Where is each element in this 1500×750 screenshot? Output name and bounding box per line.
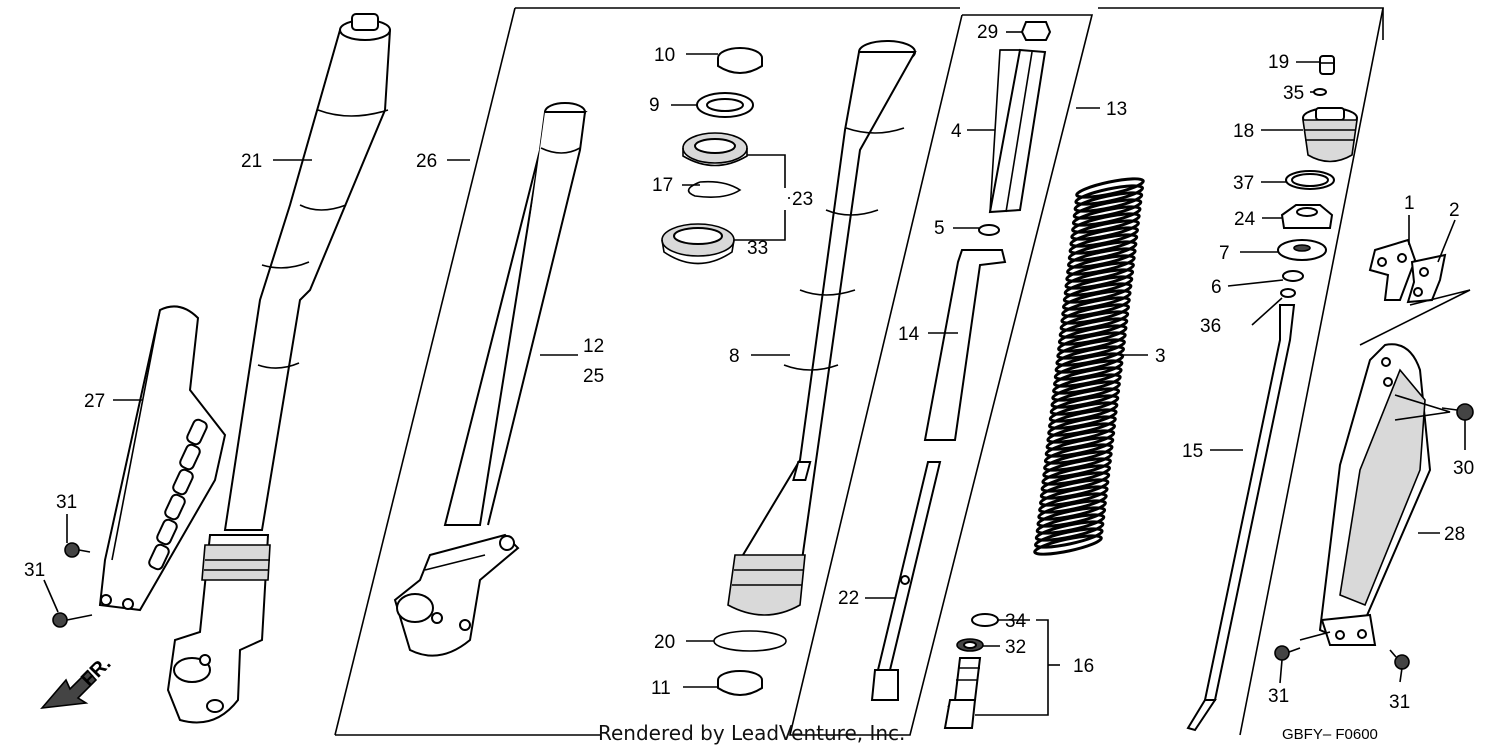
part-20-stopper-ring [713,630,787,652]
callout-30: 30 [1453,458,1474,479]
callout-11: 11 [651,678,671,699]
part-7-spring-collar [1277,239,1327,261]
part-19-screw [1319,55,1335,75]
callout-7: 7 [1219,243,1230,264]
callout-15: 15 [1182,441,1203,462]
callout-31-lower-left: 31 [24,560,45,581]
part-31-bolt-upper [64,542,91,558]
callout-21: 21 [241,151,262,172]
callout-14: 14 [898,324,920,345]
part-32-washer [956,638,984,652]
part-4-spring-seat [988,48,1047,214]
callout-4: 4 [951,121,962,142]
callout-29: 29 [977,22,998,43]
callout-23: 23 [792,189,813,210]
part-23-oil-seal [682,132,748,167]
footer-credit: Rendered by LeadVenture, Inc. [598,721,905,745]
callout-27: 27 [84,391,105,412]
callout-16: 16 [1073,656,1094,677]
callout-3: 3 [1155,346,1166,367]
callout-5: 5 [934,218,945,239]
callout-1: 1 [1404,193,1415,214]
group-outline-13 [788,14,1094,736]
part-17-stopper-ring [687,180,742,198]
callout-17: 17 [652,175,673,196]
part-27-fork-guard [98,305,227,612]
callout-35: 35 [1283,83,1304,104]
callout-labels: 21 26 10 9 17 23 33 12 25 8 20 11 29 13 … [24,22,1474,713]
group-outline-26 [334,7,960,736]
part-9-back-up-ring [696,92,754,118]
callout-37: 37 [1233,173,1254,194]
part-11-slider-bushing [717,670,763,696]
callout-19: 19 [1268,52,1289,73]
callout-2: 2 [1449,200,1460,221]
callout-31-bottom-center: 31 [1268,686,1289,707]
part-14-piston-rod-pipe [923,249,1007,441]
part-18-fork-bolt [1302,107,1358,163]
part-29-nut [1020,21,1052,41]
callout-36: 36 [1200,316,1221,337]
part-28-fork-guard [1318,343,1432,646]
part-34-o-ring [971,613,999,627]
part-15-adjuster-rod [1186,304,1296,732]
diagram-code: GBFY– F0600 [1282,726,1378,743]
callout-31-upper-left: 31 [56,492,77,513]
callout-10: 10 [654,45,675,66]
part-22-damper-rod [792,461,942,701]
callout-22: 22 [838,588,859,609]
callout-18: 18 [1233,121,1254,142]
part-16-rebound-adjuster [943,657,982,729]
part-31-bolt-right-a [1274,631,1331,661]
front-direction-arrow: FR. [40,653,115,710]
part-37-o-ring [1285,170,1335,190]
part-8-inner-pipe [727,40,917,616]
callout-13: 13 [1106,99,1127,120]
part-30-bolt [1394,394,1474,421]
leader-lines [43,31,1466,716]
part-24-lock-nut [1280,204,1334,229]
spring-coil [1034,527,1104,549]
callout-9: 9 [649,95,660,116]
callout-31-bottom-right: 31 [1389,692,1410,713]
callout-25: 25 [583,366,604,387]
callout-20: 20 [654,632,675,653]
part-31-bolt-right-b [1389,649,1410,670]
guard-vent-slots [148,418,208,571]
part-12-25-fork-pipe [393,102,588,657]
part-36-o-ring [1280,288,1296,298]
callout-8: 8 [729,346,740,367]
part-2-guard-clamp [1406,253,1447,304]
part-35-o-ring [1313,88,1327,96]
part-21-fork-assembly [166,13,392,724]
group-outline-right [1098,7,1384,736]
callout-34: 34 [1005,611,1027,632]
part-3-fork-spring [1033,177,1145,556]
callout-6: 6 [1211,277,1222,298]
part-5-o-ring [978,224,1000,236]
callout-33: 33 [747,238,768,259]
spring-coil [1033,534,1103,556]
part-31-bolt-lower [52,612,93,628]
clamp-link-lines [1359,289,1471,346]
part-33-dust-seal [661,223,735,265]
callout-26: 26 [416,151,437,172]
callout-28: 28 [1444,524,1465,545]
part-1-guard-clamp [1368,238,1417,301]
part-10-bushing [717,47,763,74]
callout-24: 24 [1234,209,1256,230]
part-6-washer [1282,270,1304,282]
callout-12: 12 [583,336,604,357]
callout-32: 32 [1005,637,1026,658]
